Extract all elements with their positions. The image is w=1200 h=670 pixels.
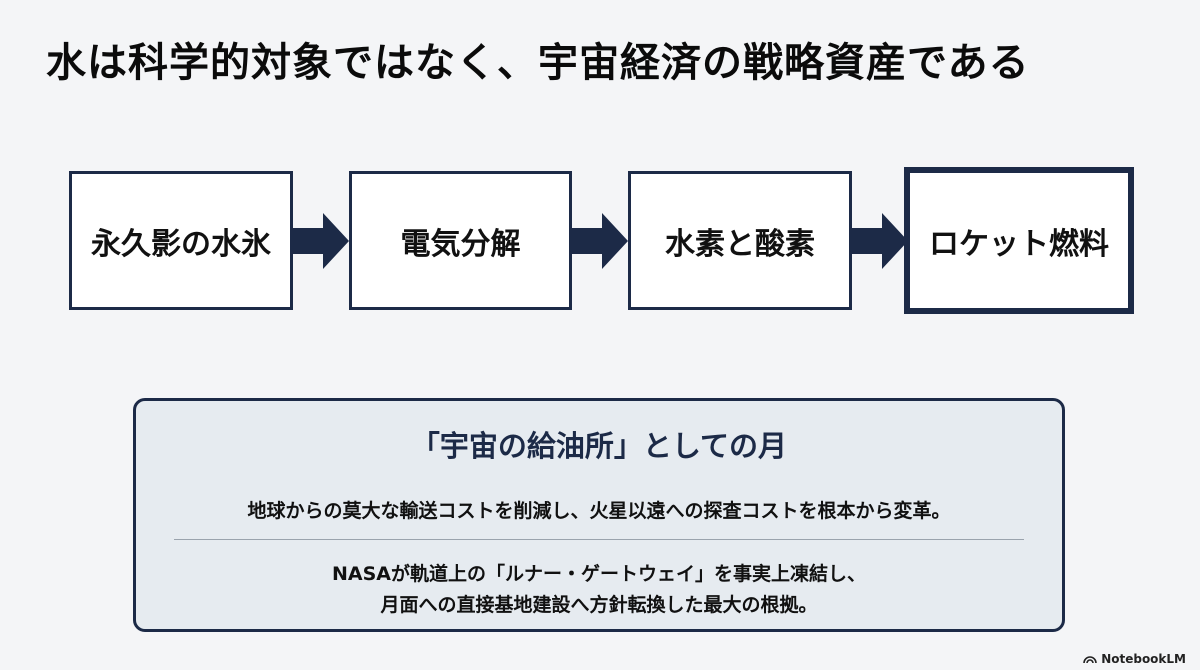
panel-line-cost: 地球からの莫大な輸送コストを削減し、火星以遠への探査コストを根本から変革。 [247,500,951,522]
flow-arrow-icon [852,213,908,269]
panel-line-nasa: NASAが軌道上の「ルナー・ゲートウェイ」を事実上凍結し、 [332,563,866,585]
notebooklm-logo-icon [1083,656,1097,664]
panel-divider [174,539,1024,540]
panel-heading: 「宇宙の給油所」としての月 [410,429,788,463]
brand-watermark: NotebookLM [1083,652,1186,666]
flow-step-electrolysis: 電気分解 [349,171,572,310]
page-title: 水は科学的対象ではなく、宇宙経済の戦略資産である [46,40,1030,86]
brand-label: NotebookLM [1101,652,1186,666]
flow-step-rocket-fuel: ロケット燃料 [904,167,1134,314]
flow-arrow-icon [572,213,628,269]
panel-line-reason: 月面への直接基地建設へ方針転換した最大の根拠。 [380,594,818,616]
summary-panel: 「宇宙の給油所」としての月 地球からの莫大な輸送コストを削減し、火星以遠への探査… [133,398,1065,632]
flow-step-water-ice: 永久影の水氷 [69,171,293,310]
flow-step-hydrogen-oxygen: 水素と酸素 [628,171,852,310]
flow-arrow-icon [293,213,349,269]
